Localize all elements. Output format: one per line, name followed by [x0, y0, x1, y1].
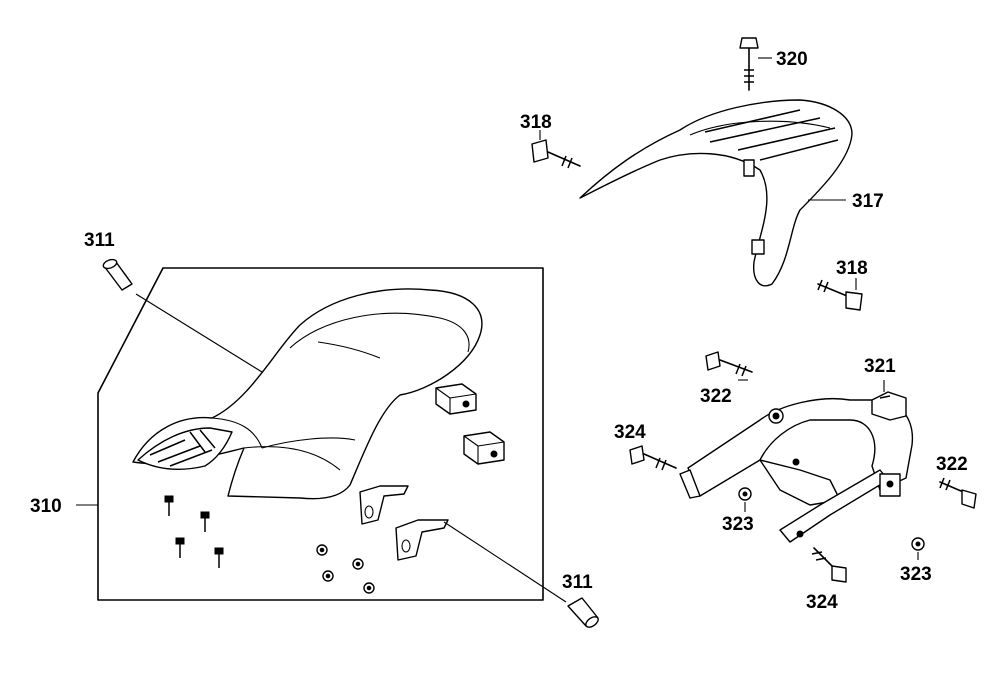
bolt-324-bottom: [811, 547, 847, 583]
seat-kit-bolt: [175, 537, 185, 558]
bolt-318-top: [531, 130, 581, 169]
rear-carrier: [579, 99, 853, 287]
part-label-318-top: 318: [520, 112, 552, 133]
seat-bracket-block: [463, 431, 505, 465]
part-label-317: 317: [852, 191, 884, 212]
bolt-324-left: [629, 445, 677, 471]
seat-kit-nut: [322, 570, 334, 582]
bolt-322-left: [705, 351, 753, 381]
part-label-311-top: 311: [84, 230, 115, 251]
nut-323-right: [911, 537, 925, 560]
part-label-321: 321: [864, 356, 896, 377]
part-label-318-right: 318: [836, 258, 868, 279]
part-label-322-right: 322: [936, 454, 968, 475]
seat-kit-nut: [316, 544, 328, 556]
seat-pin-311-bottom: [443, 521, 599, 628]
seat-group-frame: [97, 267, 544, 601]
part-label-322-left: 322: [700, 386, 732, 407]
seat-kit-bolt: [214, 547, 224, 568]
part-label-311-bottom: 311: [562, 572, 593, 593]
seat-pin-311-top: [102, 258, 263, 373]
seat-kit-nut: [363, 582, 375, 594]
nut-323-left: [738, 487, 752, 512]
bolt-320: [739, 37, 772, 91]
bolt-322-right: [939, 477, 977, 509]
part-label-324-bottom: 324: [806, 592, 838, 613]
part-label-310: 310: [30, 496, 62, 517]
part-label-324-left: 324: [614, 422, 646, 443]
seat-l-bracket: [359, 485, 409, 525]
bolt-318-right: [817, 278, 863, 311]
part-label-323-left: 323: [722, 514, 754, 535]
seat-kit-bolt: [200, 511, 210, 532]
seat-l-bracket: [395, 519, 449, 561]
seat: [132, 288, 483, 500]
seat-bracket-block: [435, 383, 477, 415]
part-label-320: 320: [776, 49, 808, 70]
rear-frame-bracket: [679, 380, 914, 543]
seat-kit-bolt: [164, 495, 174, 516]
seat-kit-nut: [352, 558, 364, 570]
part-label-323-right: 323: [900, 564, 932, 585]
